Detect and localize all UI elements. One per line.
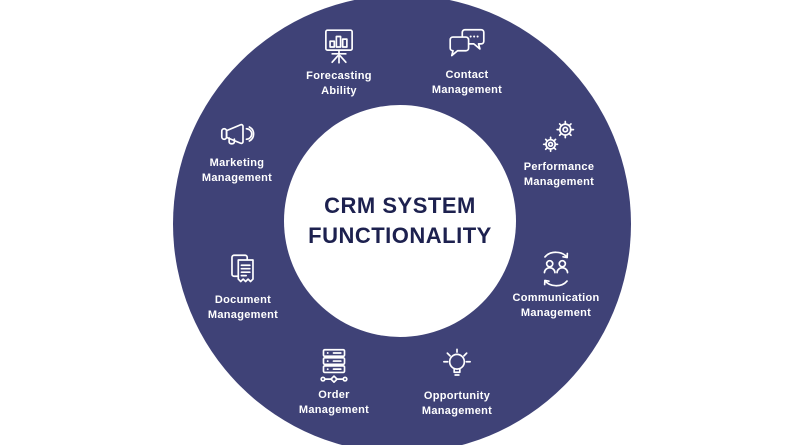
item-performance-management: Performance Management	[489, 119, 629, 190]
item-label-line1: Order	[318, 389, 350, 401]
item-opportunity-management: Opportunity Management	[387, 348, 527, 419]
item-marketing-management: Marketing Management	[167, 115, 307, 186]
item-label-line2: Management	[431, 84, 503, 96]
item-label-line1: Marketing	[209, 157, 265, 169]
center-circle: CRM SYSTEM FUNCTIONALITY	[284, 105, 516, 337]
item-communication-management: Communication Management	[486, 250, 626, 321]
item-label-line1: Opportunity	[423, 390, 491, 402]
gears-icon	[542, 120, 575, 153]
item-label-line2: Management	[520, 307, 592, 319]
item-label-line2: Management	[207, 309, 279, 321]
chat-bubbles-icon	[449, 28, 485, 57]
item-label-line2: Management	[421, 405, 493, 417]
item-label-line2: Ability	[321, 85, 357, 97]
item-label-line2: Management	[523, 176, 595, 188]
item-order-management: Order Management	[264, 347, 404, 418]
diagram-title-line1: CRM SYSTEM	[324, 193, 476, 218]
server-stack-icon	[320, 348, 348, 384]
diagram-title-line2: FUNCTIONALITY	[308, 223, 492, 248]
item-label-line1: Document	[214, 294, 272, 306]
item-label-line1: Contact	[445, 69, 489, 81]
item-forecasting-ability: Forecasting Ability	[269, 28, 409, 99]
item-label-line2: Management	[201, 172, 273, 184]
item-label-line1: Forecasting	[306, 70, 372, 82]
item-label-line2: Management	[298, 404, 370, 416]
item-contact-management: Contact Management	[397, 27, 537, 98]
item-document-management: Document Management	[173, 252, 313, 323]
documents-icon	[231, 254, 254, 283]
item-label-line1: Communication	[512, 292, 600, 304]
presentation-chart-icon	[325, 29, 353, 64]
megaphone-icon	[220, 123, 255, 145]
lightbulb-icon	[443, 348, 471, 376]
diagram-title: CRM SYSTEM FUNCTIONALITY	[308, 191, 492, 251]
people-sync-icon	[543, 251, 569, 287]
item-label-line1: Performance	[523, 161, 595, 173]
